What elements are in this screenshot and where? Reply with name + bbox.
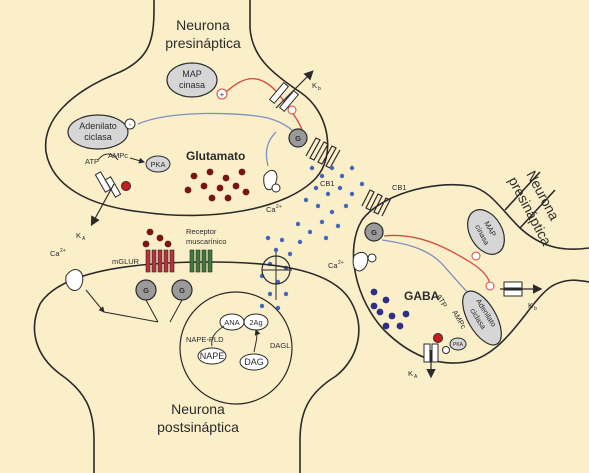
atp-label-top: ATP	[85, 157, 99, 166]
g-protein-connectors	[103, 299, 183, 323]
atp-arrow-top	[97, 153, 119, 161]
endocannabinoid-dots	[259, 165, 365, 311]
calcium-channel-right	[352, 251, 377, 272]
cb1-receptor-right	[361, 189, 391, 217]
map-kinase-right	[467, 209, 505, 255]
synthesis-arrows	[211, 326, 257, 353]
muscarinic-label-2: muscarínico	[186, 237, 226, 246]
mglur-label: mGLUR	[112, 257, 140, 266]
k-b-label-right: K	[528, 301, 533, 310]
glutamate-bound	[142, 228, 172, 248]
top-blue-path-2	[265, 131, 277, 167]
membrane-transporter	[261, 252, 292, 300]
potassium-channel-a-top	[90, 171, 122, 227]
adenylate-cyclase-right	[462, 290, 502, 346]
minus-marker-right	[442, 346, 450, 354]
potassium-channel-a-right	[423, 343, 439, 379]
nape-node	[197, 347, 227, 365]
adenylate-cyclase-top	[67, 114, 129, 150]
pka-right-label: PKA	[453, 342, 464, 348]
plus-marker-right-2	[471, 251, 481, 261]
glutamate-label: Glutamato	[186, 149, 245, 163]
nape-label: NAPE	[200, 351, 225, 361]
g-protein-post-1-label: G	[143, 286, 149, 295]
top-neuron-title-line2: presináptica	[165, 35, 241, 51]
right-presynaptic-neuron-outline	[352, 183, 589, 364]
map-kinase-top	[166, 62, 218, 98]
g-protein-post-2-label: G	[179, 286, 185, 295]
muscarinic-receptor	[189, 249, 213, 273]
muscarinic-label-1: Receptor	[186, 227, 217, 236]
right-neuron-axon	[504, 171, 556, 229]
gaba-label: GABA	[404, 289, 440, 303]
potassium-channel-b-top	[268, 70, 314, 113]
g-protein-top	[288, 128, 308, 148]
post-neuron-title-line2: postsináptica	[157, 419, 239, 435]
k-a-sub-right: A	[414, 374, 418, 380]
cb1-label-right: CB1	[392, 183, 407, 192]
k-a-label-right: K	[408, 369, 413, 378]
pka-top-label: PKA	[150, 160, 165, 169]
minus-sign: -	[129, 120, 132, 129]
plus-marker-right	[485, 281, 495, 291]
ampc-label-top: AMPc	[108, 151, 128, 160]
adenylate-top-line2: ciclasa	[84, 132, 112, 142]
nape-pld-label: NAPE-PLD	[186, 335, 224, 344]
map-kinase-top-line1: MAP	[182, 69, 202, 79]
ca-label-post: Ca	[50, 249, 60, 258]
top-blue-path	[137, 112, 295, 133]
ca-sup-top: 2+	[276, 204, 282, 210]
two-ag-label: 2Ag	[249, 318, 262, 327]
calcium-channel-top	[263, 169, 281, 193]
pka-right	[449, 337, 467, 351]
minus-marker	[124, 118, 136, 130]
ca-label-top: Ca	[266, 205, 276, 214]
red-dot-right	[433, 333, 443, 343]
potassium-channel-b-right	[500, 281, 543, 297]
plus-marker-top-right	[287, 105, 297, 115]
cb1-label-top: CB1	[320, 179, 335, 188]
plus-sign: +	[220, 90, 225, 99]
plus-marker	[216, 88, 228, 100]
gaba-vesicles	[370, 288, 410, 330]
g-protein-right	[364, 222, 384, 242]
dag-label: DAG	[244, 357, 264, 367]
k-b-label-top: K	[312, 81, 317, 90]
dag-node	[239, 353, 269, 371]
postsynaptic-neuron-outline	[33, 261, 360, 473]
top-red-path	[225, 78, 303, 131]
g-protein-right-label: G	[371, 228, 377, 237]
red-dot-top	[121, 181, 131, 191]
map-kinase-top-line2: cinasa	[179, 80, 205, 90]
right-red-path	[383, 234, 491, 287]
k-b-sub-right: b	[534, 306, 537, 312]
top-neuron-title-line1: Neurona	[176, 17, 230, 33]
post-neuron-title-line1: Neurona	[171, 401, 225, 417]
g-protein-top-label: G	[295, 134, 301, 143]
ampc-arrow-top	[129, 157, 145, 164]
ana-label: ANA	[224, 318, 239, 327]
k-b-sub-top: b	[318, 86, 321, 92]
top-presynaptic-neuron-outline	[44, 0, 329, 217]
dagl-label: DAGL	[270, 341, 290, 350]
cb1-receptor-top	[305, 137, 341, 169]
ca-label-right: Ca	[328, 261, 338, 270]
mglur-receptor	[145, 249, 175, 273]
endocannabinoid-synthesis-compartment	[179, 291, 293, 405]
glutamate-vesicles	[184, 168, 250, 202]
k-a-sub-top: A	[82, 236, 86, 242]
ca-sup-right: 2+	[338, 260, 344, 266]
pka-top	[145, 155, 171, 173]
ca-sup-post: 2+	[60, 248, 66, 254]
calcium-channel-post	[65, 269, 105, 313]
k-a-label-top: K	[76, 231, 81, 240]
adenylate-top-line1: Adenilato	[79, 121, 117, 131]
